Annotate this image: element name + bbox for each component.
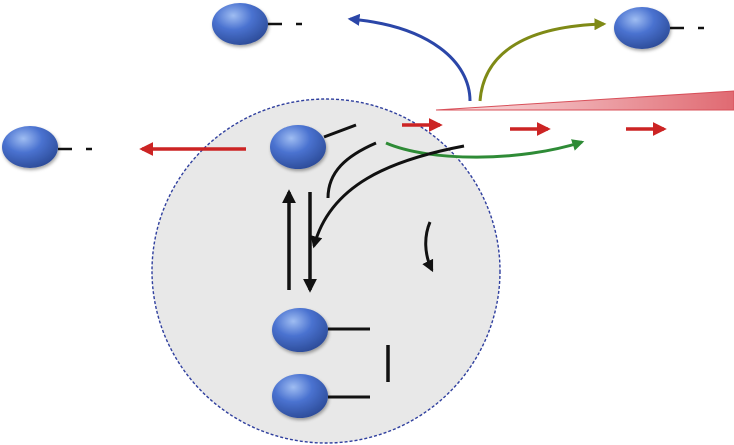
gradient-wedge [435, 90, 734, 111]
black-curve-2 [310, 144, 465, 249]
blue-curved-arrow [347, 13, 472, 102]
top-left-node [212, 3, 302, 45]
node-body [614, 7, 670, 49]
node-body [2, 126, 58, 168]
top-right-node [614, 7, 704, 49]
membrane-node [270, 123, 357, 169]
lower-node-2 [272, 374, 370, 418]
lower-node-1 [272, 308, 370, 352]
olive-curved-arrow [478, 18, 607, 102]
left-node [2, 126, 92, 168]
cell-body [151, 98, 501, 444]
node-body [272, 374, 328, 418]
black-curve-1 [326, 141, 377, 199]
node-body [212, 3, 268, 45]
node-stub [323, 123, 357, 139]
node-body [272, 308, 328, 352]
green-curved-arrow [385, 139, 585, 159]
node-body [270, 125, 326, 169]
small-curved-arrow [422, 221, 434, 273]
